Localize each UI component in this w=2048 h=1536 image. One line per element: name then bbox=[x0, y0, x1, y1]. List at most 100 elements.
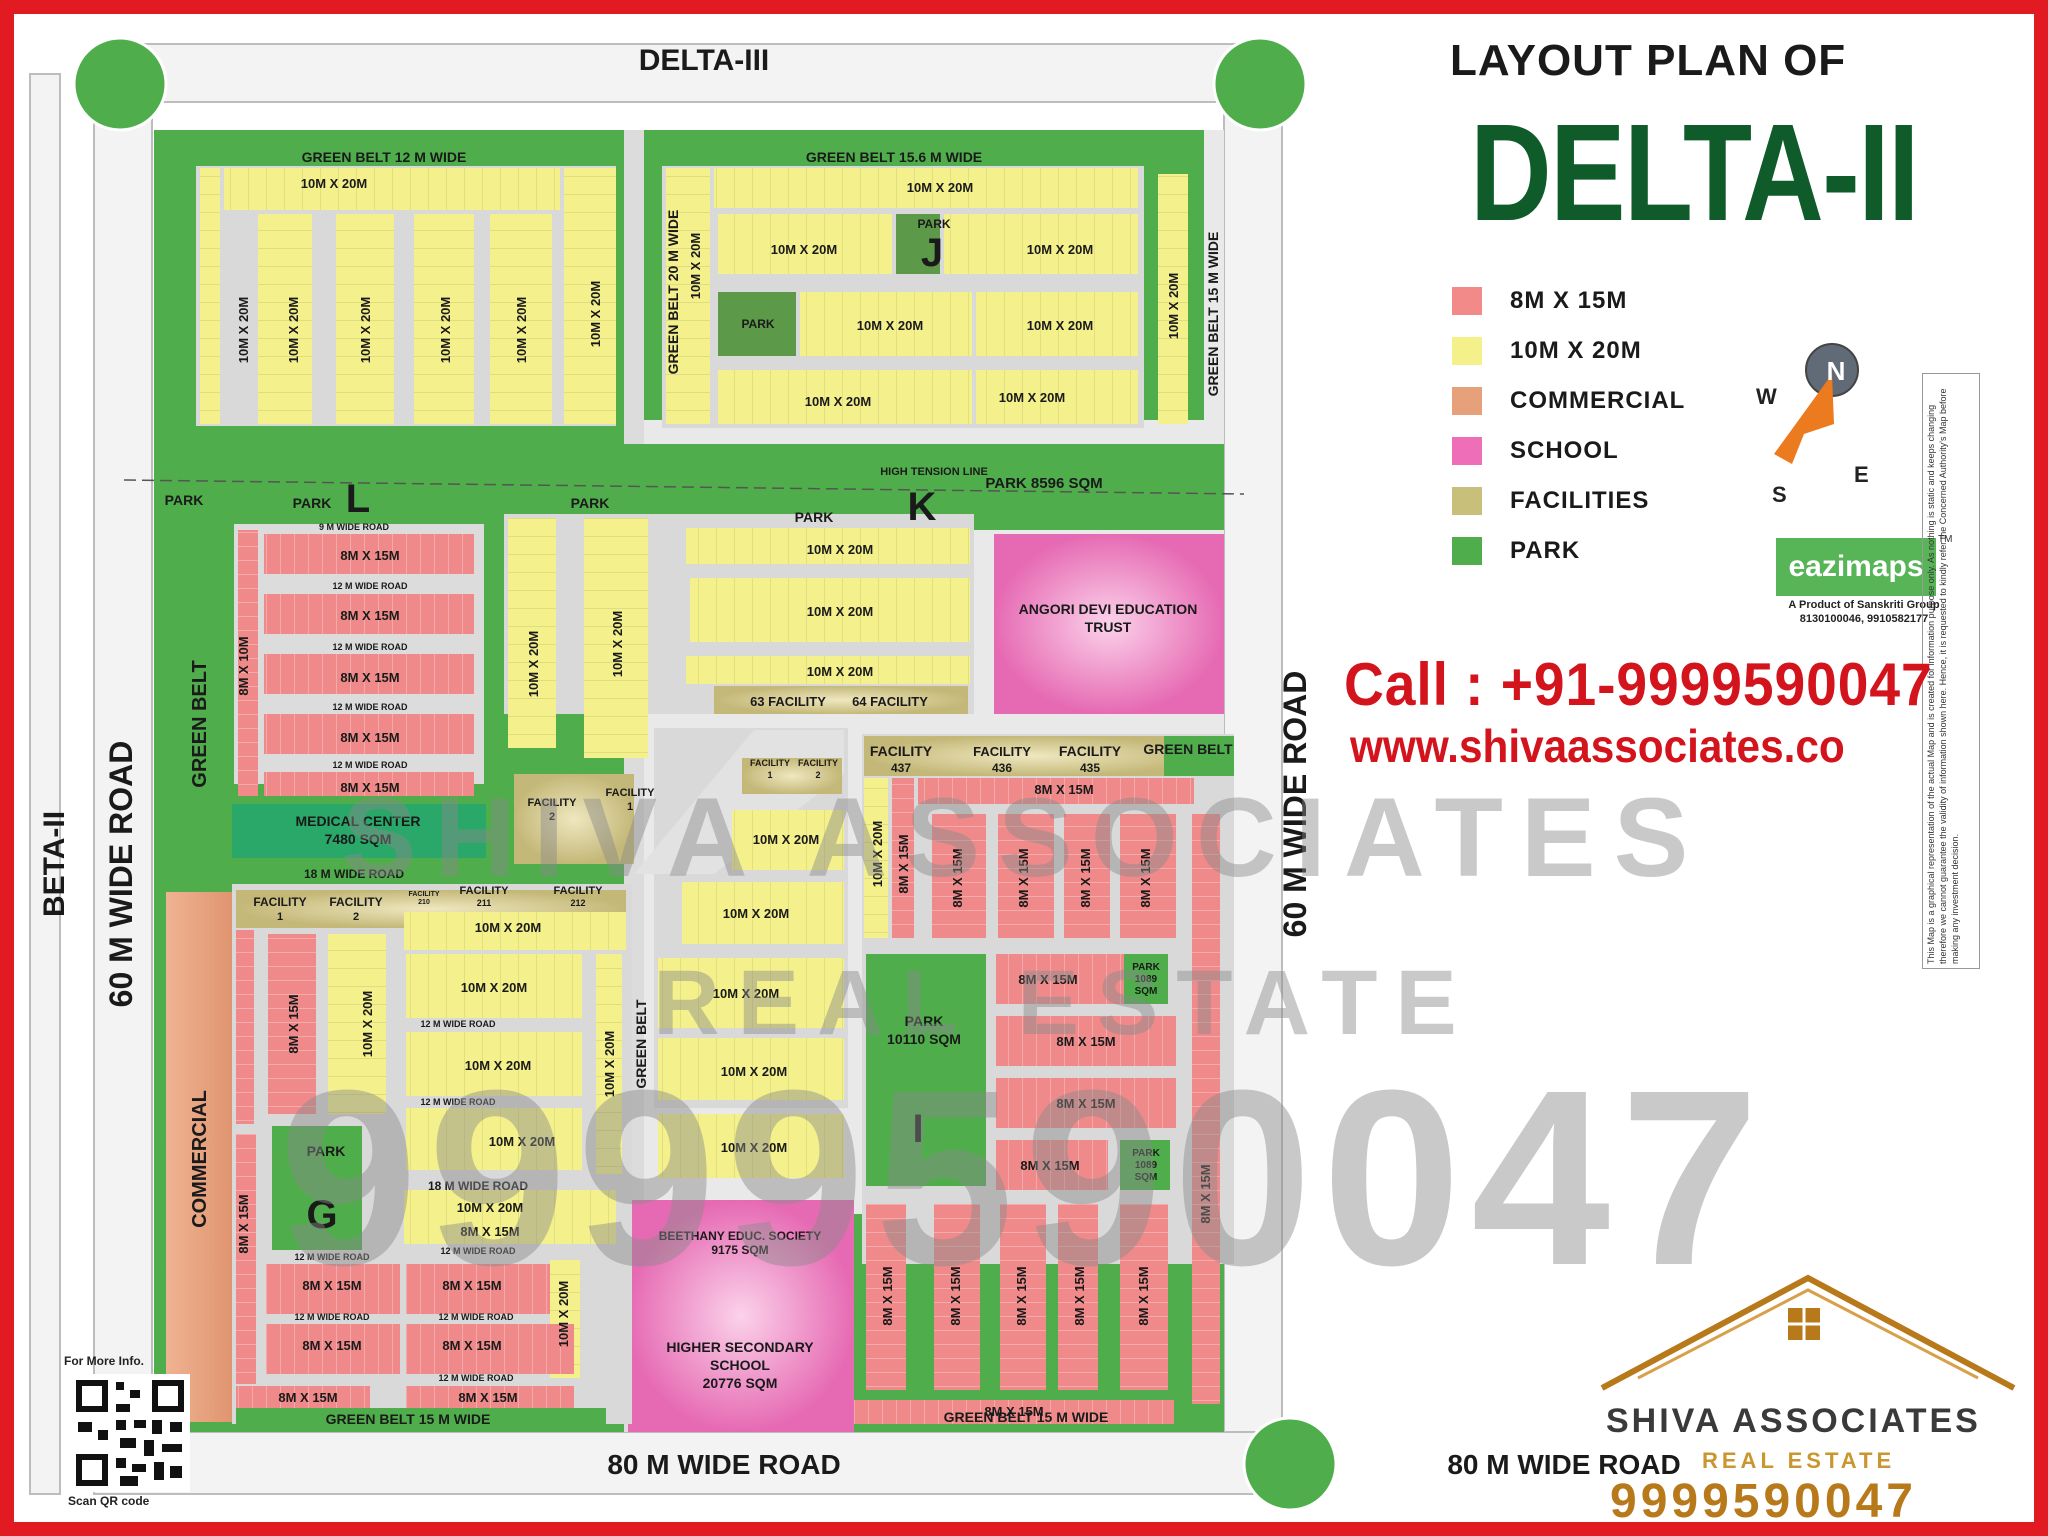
facility-435: FACILITY bbox=[1059, 743, 1122, 759]
plot-col-58 bbox=[236, 930, 254, 1124]
legend-item-park: PARK bbox=[1452, 526, 1685, 576]
plot-row-259-273 bbox=[996, 1078, 1176, 1128]
label-park1089b-area: 1089 bbox=[1135, 1160, 1158, 1171]
plot-ib2: 8M X 15M bbox=[880, 1266, 895, 1325]
block-label-k: K bbox=[908, 485, 937, 529]
park-1089-b bbox=[1120, 1140, 1170, 1190]
plot-ib4: 8M X 15M bbox=[1014, 1266, 1029, 1325]
watermark-line-2: REAL ESTATE bbox=[653, 952, 1475, 1054]
label-park-j: PARK bbox=[917, 217, 950, 231]
plot-b3: 10M X 20M bbox=[1027, 242, 1093, 257]
legend-swatch-10x20 bbox=[1452, 337, 1482, 365]
label-park-mid: PARK bbox=[571, 495, 610, 511]
plot-lt2: 10M X 20M bbox=[610, 611, 625, 677]
website-link[interactable]: www.shivaassociates.co bbox=[1350, 720, 1845, 772]
plot-col-47-33 bbox=[584, 518, 648, 758]
plot-gp4: 8M X 15M bbox=[302, 1338, 361, 1353]
roundabout-bottom-right bbox=[1242, 1416, 1338, 1512]
plot-row-182-164 bbox=[718, 370, 972, 424]
facility-pair-mid bbox=[514, 774, 634, 864]
eazimaps-logo: eazimaps bbox=[1776, 538, 1936, 596]
label-gb12: GREEN BELT 12 M WIDE bbox=[302, 149, 467, 165]
qr-code[interactable] bbox=[70, 1374, 190, 1492]
facility-436-num: 436 bbox=[992, 761, 1012, 775]
label-gb20: GREEN BELT 20 M WIDE bbox=[665, 210, 681, 375]
eazimaps-tm: TM bbox=[1938, 534, 1953, 545]
plot-row-49-59 bbox=[976, 292, 1138, 356]
plot-b1: 10M X 20M bbox=[907, 180, 973, 195]
plot-row-209-196 bbox=[404, 912, 626, 950]
plot-g4: 10M X 20M bbox=[489, 1134, 555, 1149]
qr-finder-3-inner bbox=[82, 1460, 102, 1480]
qr-finder-1-inner bbox=[82, 1386, 102, 1406]
park-1089-a bbox=[1124, 954, 1168, 1004]
plot-col-370 bbox=[998, 814, 1054, 938]
legend-label-facilities: FACILITIES bbox=[1510, 487, 1650, 514]
plot-row-236-245 bbox=[996, 1140, 1108, 1190]
plot-k2: 10M X 20M bbox=[807, 604, 873, 619]
label-gb156: GREEN BELT 15.6 M WIDE bbox=[806, 149, 982, 165]
road-12m-a: 12 M WIDE ROAD bbox=[332, 581, 408, 591]
plot-m6: 10M X 20M bbox=[556, 1281, 571, 1347]
label-hss-3: 20776 SQM bbox=[703, 1375, 778, 1391]
plot-m1: 10M X 20M bbox=[753, 832, 819, 847]
plot-row-142-152 bbox=[800, 292, 972, 356]
plot-gv2: 10M X 20M bbox=[360, 991, 375, 1057]
plot-col-42 bbox=[238, 530, 258, 796]
road-delta-iii[interactable] bbox=[123, 43, 1255, 103]
plot-col-19-2 bbox=[1158, 174, 1188, 424]
road-label-80m: 80 M WIDE ROAD bbox=[1447, 1449, 1680, 1480]
plot-gp3: 8M X 15M bbox=[442, 1278, 501, 1293]
label-angori-2: TRUST bbox=[1085, 619, 1132, 635]
plot-i1: 8M X 15M bbox=[1034, 782, 1093, 797]
watermark-line-1: SHIVA ASSOCIATES bbox=[342, 775, 1707, 900]
compass-s: S bbox=[1772, 482, 1787, 507]
plot-row-16-9 bbox=[732, 810, 844, 870]
label-angori-1: ANGORI DEVI EDUCATION bbox=[1019, 601, 1198, 617]
brand-phone[interactable]: 9999590047 bbox=[1610, 1475, 1917, 1522]
plot-l3: 8M X 15M bbox=[340, 670, 399, 685]
plot-ib5: 8M X 15M bbox=[1072, 1266, 1087, 1325]
label-park1089a-unit: SQM bbox=[1135, 986, 1158, 997]
plot-row-225-236 bbox=[404, 1190, 616, 1244]
plot-row-163-173 bbox=[406, 1032, 582, 1096]
road-12m-f: 12 M WIDE ROAD bbox=[420, 1097, 496, 1107]
facility-210: FACILITY bbox=[408, 891, 439, 898]
plot-lv: 8M X 10M bbox=[236, 636, 251, 695]
qr-finder-2-inner bbox=[158, 1386, 178, 1406]
high-tension-line bbox=[123, 479, 1245, 495]
road-18m-a: 18 M WIDE ROAD bbox=[304, 867, 404, 881]
commercial-strip bbox=[166, 892, 232, 1422]
roof-line-inner bbox=[1637, 1288, 1979, 1380]
label-park-l: PARK bbox=[293, 495, 332, 511]
legend-label-8x15: 8M X 15M bbox=[1510, 287, 1628, 314]
road-18m-b: 18 M WIDE ROAD bbox=[428, 1179, 528, 1193]
road-80m-bottom[interactable] bbox=[93, 1431, 1285, 1495]
plot-row-20-42 bbox=[264, 772, 474, 796]
legend-item-10x20: 10M X 20M bbox=[1452, 326, 1685, 376]
plot-row-115-133 bbox=[264, 594, 474, 634]
watermark-line-3: 9999590047 bbox=[279, 1038, 1769, 1317]
plot-row-114-101 bbox=[658, 1114, 844, 1178]
plot-gp6: 8M X 15M bbox=[278, 1390, 337, 1405]
road-12m-h: 12 M WIDE ROAD bbox=[294, 1252, 370, 1262]
plot-row-17-27 bbox=[682, 882, 844, 944]
plot-col-108 bbox=[666, 168, 710, 424]
label-commercial: COMMERCIAL bbox=[189, 1090, 211, 1228]
facility-l2-num: 2 bbox=[353, 911, 359, 923]
plot-k3: 10M X 20M bbox=[807, 664, 873, 679]
compass-n: N bbox=[1827, 356, 1846, 386]
facility-l1: FACILITY bbox=[253, 895, 306, 909]
road-beta-ii bbox=[29, 73, 61, 1495]
plot-iv-412: 8M X 15M bbox=[896, 834, 911, 893]
plot-row-bottom-i bbox=[854, 1400, 1174, 1424]
plot-g3: 10M X 20M bbox=[465, 1058, 531, 1073]
plot-col-29 bbox=[328, 934, 386, 1114]
call-number[interactable]: Call : +91-9999590047 bbox=[1344, 651, 1933, 718]
brand-name: SHIVA ASSOCIATES bbox=[1606, 1402, 1981, 1440]
park-8596 bbox=[972, 444, 1224, 530]
medical-center bbox=[232, 804, 486, 858]
plot-col-227 bbox=[1192, 814, 1220, 1404]
plot-l5: 8M X 15M bbox=[340, 780, 399, 795]
plot-ib1: 8M X 15M bbox=[1020, 1158, 1079, 1173]
